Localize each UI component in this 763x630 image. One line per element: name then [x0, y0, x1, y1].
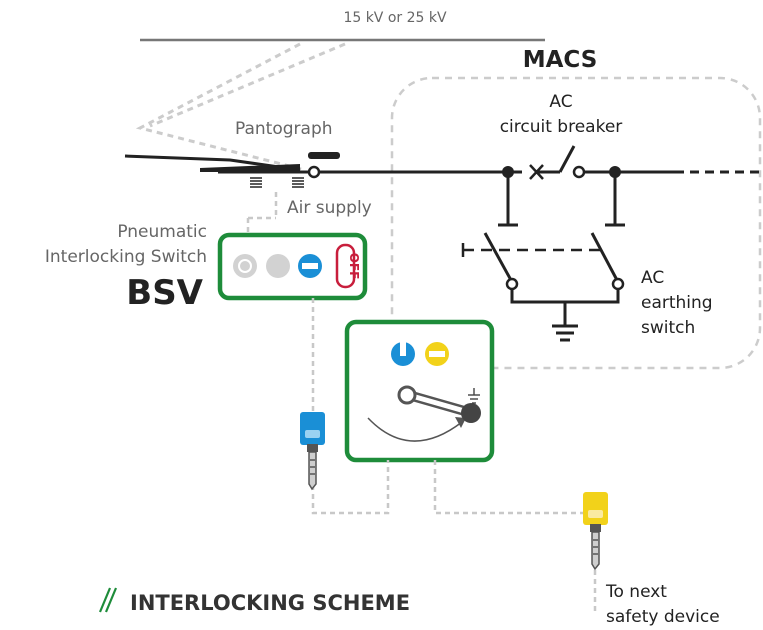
circuit-breaker-symbol: [508, 145, 586, 184]
pantograph-body: [200, 164, 300, 172]
pantograph-arms: [135, 42, 346, 172]
pantograph-terminal: [307, 165, 321, 179]
insulator-icon: [250, 177, 304, 188]
ac-earthing-switch-label-2: earthing: [641, 293, 713, 313]
earth-terminal-right: [611, 277, 625, 291]
ac-circuit-breaker-label-2: circuit breaker: [500, 117, 623, 137]
earth-terminal-left: [505, 277, 519, 291]
ground-icon: [468, 388, 480, 404]
yellow-key: [583, 492, 608, 571]
macs-enclosure: [390, 76, 762, 370]
bsv-panel: [217, 232, 368, 301]
pantograph-collector: [308, 152, 340, 159]
key-rotation-arc: [367, 417, 463, 442]
ac-earthing-switch-label-3: switch: [641, 318, 695, 338]
blue-key: [300, 412, 325, 491]
ac-circuit-breaker-label-1: AC: [549, 92, 572, 112]
next-device-label-1: To next: [605, 582, 667, 602]
bsv-lock-blue: [298, 254, 322, 278]
macs-lock-blue: [391, 340, 415, 366]
pis-label-1: Pneumatic: [117, 222, 207, 242]
ac-earthing-switch-label-1: AC: [641, 268, 664, 288]
earth-handle: [397, 385, 481, 423]
arc-arrowhead: [455, 417, 466, 428]
air-supply-label: Air supply: [287, 198, 372, 218]
next-device-label-2: safety device: [606, 607, 720, 627]
macs-lock-yellow: [425, 342, 449, 366]
pis-label-2: Interlocking Switch: [45, 247, 207, 267]
slash-icon: [98, 587, 118, 613]
voltage-label: 15 kV or 25 kV: [343, 10, 447, 26]
earthing-switch-symbol: [461, 232, 620, 342]
bsv-off-text: OFF: [347, 253, 361, 280]
bsv-lock-grey-2: [266, 254, 290, 278]
macs-title: MACS: [523, 47, 598, 73]
pantograph-label: Pantograph: [235, 119, 333, 139]
bsv-off-indicator: [335, 243, 356, 289]
bsv-lock-grey-1: [233, 254, 257, 278]
scheme-title: INTERLOCKING SCHEME: [130, 591, 410, 615]
macs-key-panel: [344, 319, 495, 463]
bsv-label: BSV: [126, 273, 203, 313]
